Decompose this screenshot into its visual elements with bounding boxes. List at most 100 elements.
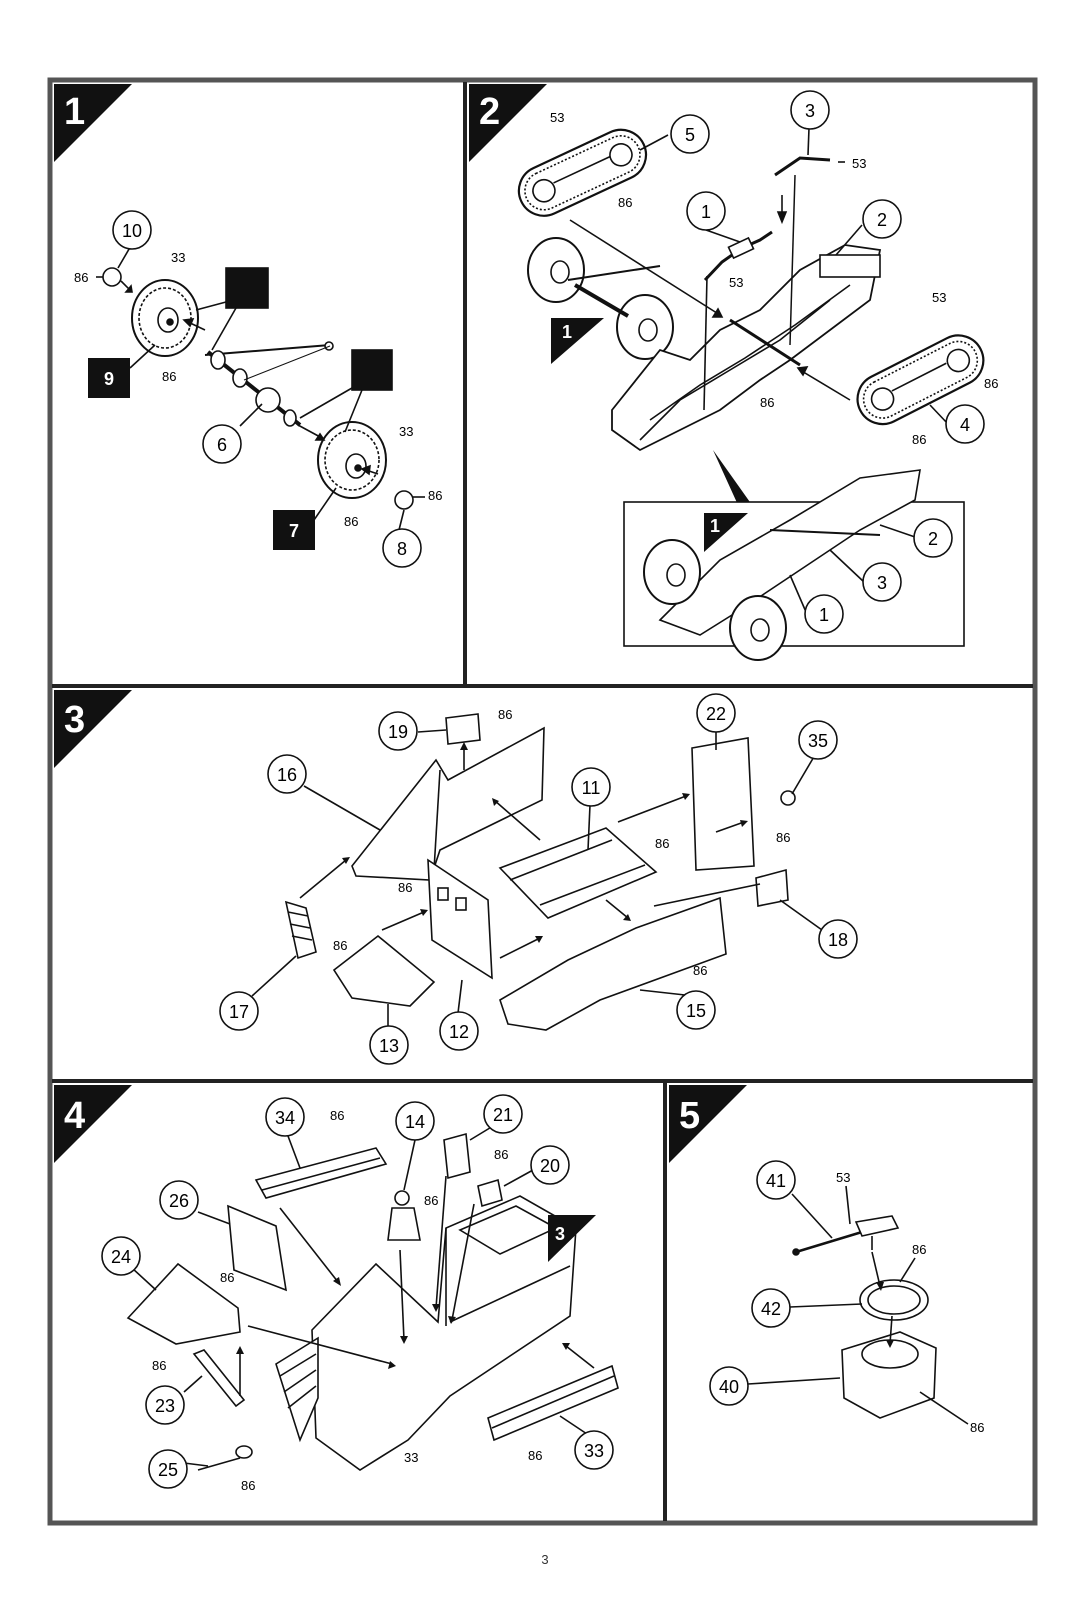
paint-code: 86 xyxy=(760,395,774,410)
part-callout-22: 22 xyxy=(696,693,736,733)
paint-code: 53 xyxy=(852,156,866,171)
part-callout-10: 10 xyxy=(112,210,152,250)
paint-code: 86 xyxy=(330,1108,344,1123)
step-1-drawing xyxy=(96,243,425,539)
step-reference: 3 xyxy=(555,1224,565,1244)
step-number: 3 xyxy=(64,699,85,741)
svg-text:17: 17 xyxy=(229,1002,249,1022)
svg-text:1: 1 xyxy=(701,202,711,222)
paint-code: 86 xyxy=(162,369,176,384)
part-callout-14: 14 xyxy=(395,1101,435,1141)
part-callout-16: 16 xyxy=(267,754,307,794)
paint-code: 86 xyxy=(494,1147,508,1162)
paint-code: 86 xyxy=(152,1358,166,1373)
svg-text:40: 40 xyxy=(719,1377,739,1397)
part-callout-8: 8 xyxy=(382,528,422,568)
boxed-callout-9: 9 xyxy=(88,358,130,398)
paint-code: 86 xyxy=(776,830,790,845)
svg-text:13: 13 xyxy=(379,1036,399,1056)
paint-code: 86 xyxy=(984,376,998,391)
svg-text:12: 12 xyxy=(449,1022,469,1042)
part-callout-41: 41 xyxy=(756,1160,796,1200)
svg-text:7: 7 xyxy=(289,521,299,541)
part-callout-4: 4 xyxy=(945,404,985,444)
step-2-drawing xyxy=(517,127,985,661)
panel-frames xyxy=(47,77,1038,1526)
step-4-labels: 34 14 21 20 26 24 23 25 33 3 86 86 86 86… xyxy=(101,1094,614,1493)
svg-text:42: 42 xyxy=(761,1299,781,1319)
paint-code: 86 xyxy=(912,1242,926,1257)
svg-text:14: 14 xyxy=(405,1112,425,1132)
paint-code: 86 xyxy=(344,514,358,529)
paint-code: 86 xyxy=(74,270,88,285)
svg-text:4: 4 xyxy=(960,415,970,435)
svg-text:8: 8 xyxy=(397,539,407,559)
part-callout-26: 26 xyxy=(159,1180,199,1220)
boxed-callout-7: 7 xyxy=(273,510,315,550)
part-callout-2: 2 xyxy=(862,199,902,239)
step-number: 2 xyxy=(479,91,500,133)
part-callout-20: 20 xyxy=(530,1145,570,1185)
part-callout-25: 25 xyxy=(148,1449,188,1489)
part-callout-13: 13 xyxy=(369,1025,409,1065)
step-4-drawing xyxy=(126,1119,619,1471)
svg-text:23: 23 xyxy=(155,1396,175,1416)
part-callout-40: 40 xyxy=(709,1366,749,1406)
step-badge-5: 5 xyxy=(669,1085,747,1163)
svg-text:5: 5 xyxy=(685,125,695,145)
part-callout-24: 24 xyxy=(101,1236,141,1276)
step-badge-4: 4 xyxy=(54,1085,132,1163)
step-5-labels: 41 42 40 53 86 86 xyxy=(709,1160,984,1435)
part-callout-3: 3 xyxy=(790,90,830,130)
paint-code: 53 xyxy=(550,110,564,125)
svg-text:6: 6 xyxy=(217,435,227,455)
step-1-labels: 10 6 8 9 7 86 33 86 33 86 86 xyxy=(74,210,442,568)
paint-code: 86 xyxy=(693,963,707,978)
step-5-drawing xyxy=(747,1185,969,1425)
paint-code: 86 xyxy=(655,836,669,851)
part-callout-33: 33 xyxy=(574,1430,614,1470)
part-callout-19: 19 xyxy=(378,711,418,751)
inset-callout-1: 1 xyxy=(804,594,844,634)
inset-callout-2: 2 xyxy=(913,518,953,558)
svg-text:9: 9 xyxy=(104,369,114,389)
svg-text:3: 3 xyxy=(805,101,815,121)
step-reference: 1 xyxy=(562,322,572,342)
inset-callout-3: 3 xyxy=(862,562,902,602)
step-number: 5 xyxy=(679,1095,700,1137)
paint-code: 33 xyxy=(399,424,413,439)
paint-code: 86 xyxy=(528,1448,542,1463)
part-callout-42: 42 xyxy=(751,1288,791,1328)
part-callout-21: 21 xyxy=(483,1094,523,1134)
part-callout-5: 5 xyxy=(670,114,710,154)
paint-code: 53 xyxy=(729,275,743,290)
step-3-labels: 19 16 11 22 35 18 17 13 12 15 86 86 86 8… xyxy=(219,693,858,1065)
svg-text:16: 16 xyxy=(277,765,297,785)
svg-text:33: 33 xyxy=(584,1441,604,1461)
svg-text:11: 11 xyxy=(582,778,601,798)
part-callout-15: 15 xyxy=(676,990,716,1030)
svg-text:22: 22 xyxy=(706,704,726,724)
paint-code: 86 xyxy=(333,938,347,953)
paint-code: 86 xyxy=(398,880,412,895)
svg-text:34: 34 xyxy=(275,1108,295,1128)
step-badge-3: 3 xyxy=(54,690,132,768)
paint-code: 86 xyxy=(220,1270,234,1285)
part-callout-17: 17 xyxy=(219,991,259,1031)
paint-code: 86 xyxy=(912,432,926,447)
paint-code: 53 xyxy=(932,290,946,305)
part-callout-12: 12 xyxy=(439,1011,479,1051)
svg-text:21: 21 xyxy=(493,1105,513,1125)
part-callout-11: 11 xyxy=(571,767,611,807)
part-callout-6: 6 xyxy=(202,424,242,464)
svg-text:35: 35 xyxy=(808,731,828,751)
paint-code: 53 xyxy=(836,1170,850,1185)
svg-text:10: 10 xyxy=(122,221,142,241)
step-badge-1: 1 xyxy=(54,84,132,162)
svg-text:26: 26 xyxy=(169,1191,189,1211)
step-reference: 1 xyxy=(710,516,720,536)
svg-text:19: 19 xyxy=(388,722,408,742)
paint-code: 33 xyxy=(171,250,185,265)
step-number: 1 xyxy=(64,91,85,133)
part-callout-1: 1 xyxy=(686,191,726,231)
